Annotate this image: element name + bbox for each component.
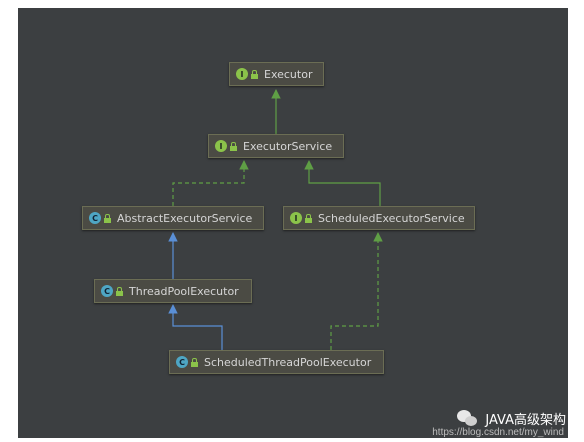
node-scheduledexecutorservice[interactable]: I ScheduledExecutorService <box>283 206 475 230</box>
class-icon: C <box>176 356 188 368</box>
edge-abstract-executorservice <box>172 160 249 206</box>
node-label: ThreadPoolExecutor <box>129 284 239 298</box>
node-abstractexecutorservice[interactable]: C AbstractExecutorService <box>82 206 264 230</box>
node-threadpoolexecutor[interactable]: C ThreadPoolExecutor <box>94 279 252 303</box>
public-lock-icon <box>305 213 312 223</box>
interface-icon: I <box>215 140 227 152</box>
source-url: https://blog.csdn.net/my_wind <box>432 427 564 438</box>
class-icon: C <box>101 285 113 297</box>
edge-scheduledthreadpool-scheduledexecutorservice <box>330 232 383 350</box>
watermark-title: JAVA高级架构 <box>485 413 566 428</box>
public-lock-icon <box>116 286 123 296</box>
watermark: JAVA高级架构 <box>457 409 566 428</box>
node-label: ScheduledExecutorService <box>318 211 465 225</box>
diagram-canvas: I Executor I ExecutorService C AbstractE… <box>18 8 568 438</box>
interface-icon: I <box>236 68 248 80</box>
node-scheduledthreadpoolexecutor[interactable]: C ScheduledThreadPoolExecutor <box>169 350 384 374</box>
node-label: ScheduledThreadPoolExecutor <box>204 355 372 369</box>
node-label: Executor <box>264 67 313 81</box>
public-lock-icon <box>191 357 198 367</box>
node-executorservice[interactable]: I ExecutorService <box>208 134 344 158</box>
wechat-icon <box>457 409 479 428</box>
public-lock-icon <box>230 141 237 151</box>
edge-scheduledexecutorservice-executorservice <box>304 160 381 206</box>
interface-icon: I <box>290 212 302 224</box>
node-label: ExecutorService <box>243 139 333 153</box>
class-icon: C <box>89 212 101 224</box>
edges-layer <box>168 89 383 350</box>
public-lock-icon <box>251 69 258 79</box>
node-executor[interactable]: I Executor <box>229 62 324 86</box>
node-label: AbstractExecutorService <box>117 211 253 225</box>
public-lock-icon <box>104 213 111 223</box>
edge-scheduledthreadpool-threadpool <box>168 304 223 350</box>
